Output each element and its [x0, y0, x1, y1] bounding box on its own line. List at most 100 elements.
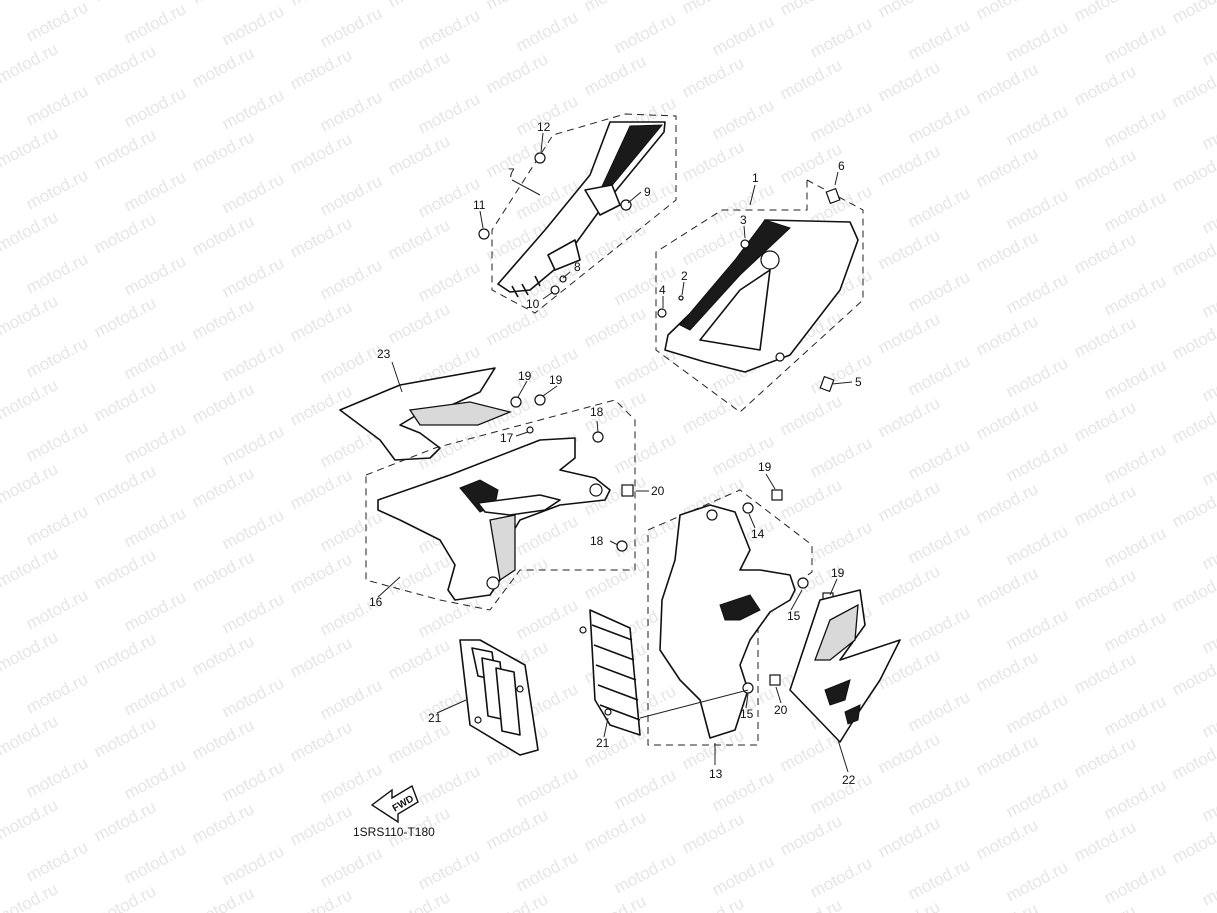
callout-21-b: 21: [596, 736, 610, 750]
watermark-text: motod.ru: [1003, 101, 1071, 149]
watermark-text: motod.ru: [1101, 691, 1169, 739]
callout-8: 8: [574, 260, 581, 274]
watermark-text: motod.ru: [807, 349, 875, 397]
watermark-text: motod.ru: [1199, 273, 1217, 321]
watermark-text: motod.ru: [973, 395, 1041, 443]
watermark-text: motod.ru: [287, 45, 355, 93]
watermark-text: motod.ru: [1169, 483, 1217, 531]
watermark-text: motod.ru: [189, 799, 257, 847]
watermark-text: motod.ru: [581, 303, 649, 351]
watermark-text: motod.ru: [1071, 313, 1139, 361]
part-13-shroud: [647, 489, 834, 746]
watermark-text: motod.ru: [807, 433, 875, 481]
watermark-text: motod.ru: [219, 253, 287, 301]
watermark-text: motod.ru: [189, 211, 257, 259]
callout-7: 7: [508, 166, 515, 180]
watermark-text: motod.ru: [1101, 775, 1169, 823]
watermark-text: motod.ru: [189, 547, 257, 595]
watermark-text: motod.ru: [973, 227, 1041, 275]
watermark-text: motod.ru: [875, 393, 943, 441]
watermark-text: motod.ru: [121, 503, 189, 551]
watermark-text: motod.ru: [777, 139, 845, 187]
watermark-text: motod.ru: [1101, 439, 1169, 487]
watermark-text: motod.ru: [189, 43, 257, 91]
callout-11: 11: [473, 198, 486, 212]
watermark-text: motod.ru: [23, 417, 91, 465]
watermark-text: motod.ru: [287, 885, 355, 913]
watermark-text: motod.ru: [23, 753, 91, 801]
watermark-text: motod.ru: [219, 589, 287, 637]
watermark-text: motod.ru: [287, 297, 355, 345]
watermark-text: motod.ru: [287, 381, 355, 429]
watermark-text: motod.ru: [611, 9, 679, 57]
callout-18-a: 18: [590, 405, 604, 419]
watermark-text: motod.ru: [1071, 733, 1139, 781]
watermark-text: motod.ru: [219, 1, 287, 49]
callout-19-d: 19: [831, 566, 845, 580]
part-22-decal: [789, 589, 901, 743]
watermark-text: motod.ru: [1071, 229, 1139, 277]
watermark-text: motod.ru: [23, 81, 91, 129]
watermark-text: motod.ru: [807, 13, 875, 61]
watermark-text: motod.ru: [287, 633, 355, 681]
callout-14: 14: [751, 527, 765, 541]
watermark-text: motod.ru: [219, 505, 287, 553]
watermark-text: motod.ru: [189, 631, 257, 679]
watermark-text: motod.ru: [1169, 651, 1217, 699]
watermark-text: motod.ru: [973, 0, 1041, 24]
callout-15-b: 15: [740, 707, 754, 721]
watermark-text: motod.ru: [1101, 187, 1169, 235]
watermark-text: motod.ru: [679, 809, 747, 857]
watermark-text: motod.ru: [317, 759, 385, 807]
watermark-text: motod.ru: [287, 213, 355, 261]
watermark-text: motod.ru: [23, 585, 91, 633]
watermark-text: motod.ru: [385, 551, 453, 599]
watermark-text: motod.ru: [23, 0, 91, 46]
watermark-text: motod.ru: [0, 627, 61, 675]
watermark-text: motod.ru: [1169, 63, 1217, 111]
watermark-text: motod.ru: [0, 543, 61, 591]
watermark-text: motod.ru: [385, 131, 453, 179]
watermark-text: motod.ru: [189, 295, 257, 343]
watermark-text: motod.ru: [611, 429, 679, 477]
watermark-text: motod.ru: [875, 57, 943, 105]
watermark-text: motod.ru: [1169, 819, 1217, 867]
watermark-text: motod.ru: [189, 463, 257, 511]
watermark-text: motod.ru: [905, 99, 973, 147]
watermark-text: motod.ru: [1199, 777, 1217, 825]
watermark-text: motod.ru: [973, 311, 1041, 359]
callout-3: 3: [740, 213, 747, 227]
watermark-text: motod.ru: [317, 843, 385, 891]
callout-17: 17: [500, 431, 514, 445]
watermark-text: motod.ru: [287, 549, 355, 597]
watermark-text: motod.ru: [1169, 147, 1217, 195]
watermark-text: motod.ru: [189, 379, 257, 427]
watermark-text: motod.ru: [875, 729, 943, 777]
watermark-text: motod.ru: [1003, 17, 1071, 65]
watermark-text: motod.ru: [1169, 315, 1217, 363]
callout-5: 5: [855, 375, 862, 389]
watermark-text: motod.ru: [1199, 105, 1217, 153]
watermark-text: motod.ru: [777, 811, 845, 859]
part-1-side-cover: [655, 179, 864, 413]
watermark-text: motod.ru: [385, 719, 453, 767]
watermark-text: motod.ru: [875, 141, 943, 189]
watermark-text: motod.ru: [91, 377, 159, 425]
watermark-text: motod.ru: [91, 545, 159, 593]
watermark-text: motod.ru: [777, 0, 845, 20]
fwd-arrow-icon: FWD: [370, 784, 419, 824]
watermark-text: motod.ru: [875, 309, 943, 357]
watermark-text: motod.ru: [1071, 901, 1139, 913]
watermark-text: motod.ru: [91, 41, 159, 89]
watermark-text: motod.ru: [91, 461, 159, 509]
callout-21-a: 21: [428, 711, 442, 725]
watermark-text: motod.ru: [219, 757, 287, 805]
callout-20-a: 20: [651, 484, 665, 498]
watermark-text: motod.ru: [905, 771, 973, 819]
watermark-text: motod.ru: [189, 127, 257, 175]
watermark-text: motod.ru: [905, 687, 973, 735]
watermark-text: motod.ru: [385, 887, 453, 913]
watermark-text: motod.ru: [973, 479, 1041, 527]
watermark-text: motod.ru: [1199, 525, 1217, 573]
watermark-text: motod.ru: [0, 39, 61, 87]
